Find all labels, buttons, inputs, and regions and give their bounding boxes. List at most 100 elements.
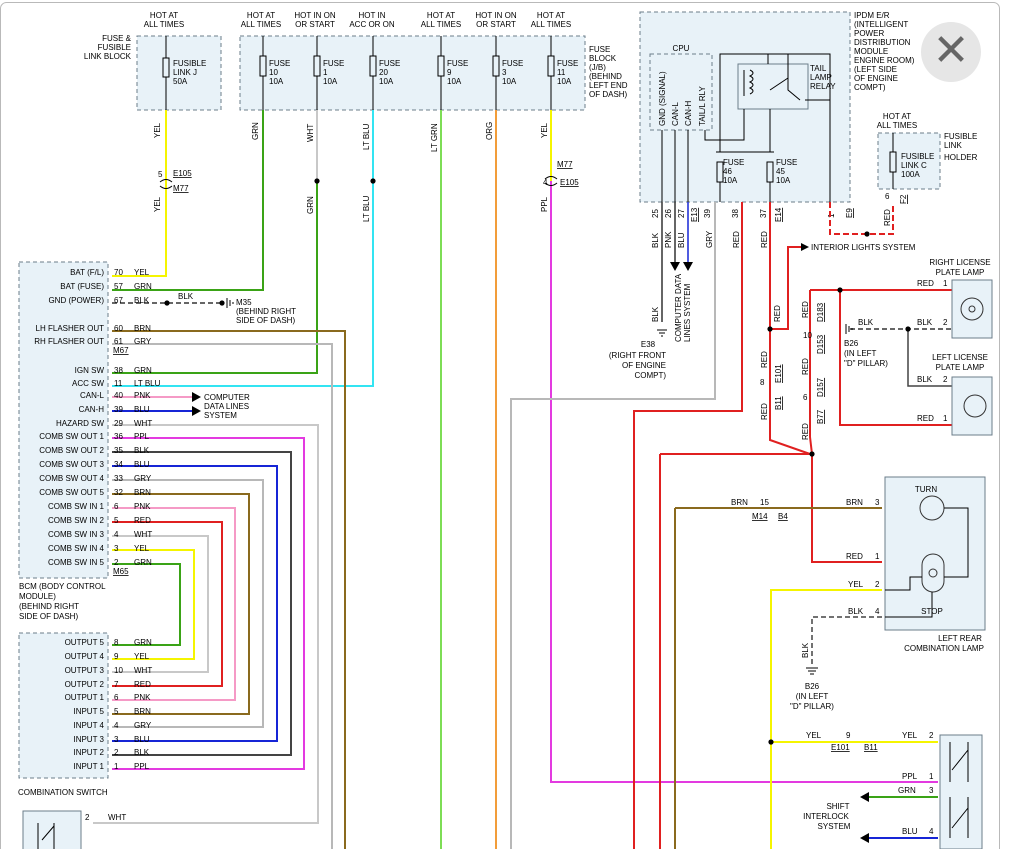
bcm-pin-num: 67	[114, 296, 123, 305]
rlicense-pin1: 1	[943, 279, 948, 288]
ipdm-conn-e14: E14	[774, 207, 783, 222]
d183-pin: 10	[803, 331, 812, 340]
cpu-pin-canh: CAN-H	[684, 100, 693, 126]
bcm-pin-num: 36	[114, 432, 123, 441]
e101b-conn: E101	[831, 743, 850, 752]
m14-connector: BRN 15 M14 B4	[731, 498, 788, 521]
fuse-1-num: 1	[323, 68, 328, 77]
bcm-pin-num: 38	[114, 366, 123, 375]
fl-block-label-1: FUSE &	[102, 34, 132, 43]
left-rear-combination-lamp: TURN STOP 3 1 2 4 BRN RED YEL BLK LEFT R…	[846, 476, 986, 653]
ipdm-pin-25: 25	[651, 209, 660, 218]
e38-label-3: COMPT)	[634, 371, 666, 380]
wire-grn-fuse10	[112, 110, 264, 291]
flh-pin: 6	[885, 192, 890, 201]
flh-wire: RED	[883, 209, 892, 226]
ipdm-label-1: IPDM E/R	[854, 11, 890, 20]
cpu-pin-canl: CAN-L	[671, 101, 680, 126]
bcm-pin-wire: LT BLU	[134, 379, 161, 388]
cpu-pin-tail: TAIL/L RLY	[698, 85, 707, 126]
fuse45-1: FUSE	[776, 158, 797, 167]
lbl-red-e101-down: RED	[760, 403, 769, 420]
bcm-m67: M67	[113, 346, 129, 355]
bcm-pin-num: 33	[114, 474, 123, 483]
llicense-label-1: LEFT LICENSE	[932, 353, 988, 362]
ipdm-pin-37: 37	[759, 209, 768, 218]
bcm-pin-name: LH FLASHER OUT	[36, 324, 105, 333]
bcm-pin-num: 70	[114, 268, 123, 277]
bcm-pin-name: IGN SW	[75, 366, 105, 375]
hazard-wire: WHT	[108, 813, 126, 822]
bcm-pin-wire: RED	[134, 516, 151, 525]
bcm-pin-wire: PNK	[134, 391, 151, 400]
flc-fuse-2: LINK C	[901, 161, 927, 170]
flc-condition-2: ALL TIMES	[877, 121, 917, 130]
fuse-10-amp: 10A	[269, 77, 284, 86]
bcm-pin-num: 61	[114, 337, 123, 346]
close-button[interactable]: ✕	[921, 22, 981, 82]
cs-pin-name: INPUT 3	[73, 735, 104, 744]
cs-pin-num: 4	[114, 721, 119, 730]
lamp-label-1: LEFT REAR	[938, 634, 982, 643]
lbl-red-d157-down: RED	[801, 423, 810, 440]
shift-pin-1: 1	[929, 772, 934, 781]
wire-layer	[93, 110, 952, 849]
bcm-pin-num: 2	[114, 558, 119, 567]
bcm-pin-wire: PPL	[134, 432, 150, 441]
lbl-ltblu-2: LT BLU	[362, 195, 371, 222]
fuse-1-amp: 10A	[323, 77, 338, 86]
conn-e105: E105	[173, 169, 192, 178]
can-label-3: SYSTEM	[204, 411, 237, 420]
wire-ltblu-acc	[112, 110, 374, 387]
wire-red-flc	[829, 202, 894, 235]
wire-ppl-shift	[550, 181, 938, 783]
bcm-gnd-conn: M35	[236, 298, 252, 307]
bcm-label-3: (BEHIND RIGHT	[19, 602, 79, 611]
bcm-pin-wire: GRN	[134, 366, 152, 375]
fuse-3-name: FUSE	[502, 59, 523, 68]
fuse-block-label-4: (BEHIND	[589, 72, 622, 81]
lbl-ltgrn: LT GRN	[430, 123, 439, 152]
wire-gry-pin39	[510, 202, 716, 849]
shift-wire-ppl: PPL	[902, 772, 918, 781]
flh-conn: F2	[899, 194, 908, 204]
ipdm-label-4: DISTRIBUTION	[854, 38, 911, 47]
d157-pin: 6	[803, 393, 808, 402]
cs-pin-name: OUTPUT 2	[65, 680, 105, 689]
b26-top-label-1: (IN LEFT	[844, 349, 877, 358]
bcm-pin-num: 5	[114, 516, 119, 525]
ipdm-label-5: MODULE	[854, 47, 888, 56]
shift-label-1: SHIFT	[826, 802, 849, 811]
bcm-pin-num: 29	[114, 419, 123, 428]
cs-pin-num: 6	[114, 693, 119, 702]
cs-pin-name: OUTPUT 5	[65, 638, 105, 647]
wire-blk-llicense	[907, 329, 952, 387]
bcm-pin-num: 11	[114, 379, 123, 388]
b26-top-label-2: "D" PILLAR)	[844, 359, 888, 368]
ipdm-label-3: POWER	[854, 29, 884, 38]
b11b-conn: B11	[864, 743, 878, 752]
ipdm-er: IPDM E/R (INTELLIGENT POWER DISTRIBUTION…	[639, 11, 915, 222]
bcm-pin-wire: WHT	[134, 419, 152, 428]
fuse-9-name: FUSE	[447, 59, 468, 68]
lbl-gry-39: GRY	[705, 230, 714, 248]
wire-red-in2	[112, 521, 223, 687]
b11-conn: B11	[774, 396, 783, 410]
ipdm-label-7: (LEFT SIDE	[854, 65, 897, 74]
fuse11-condition-2: ALL TIMES	[531, 20, 571, 29]
fl-j-condition-1: HOT AT	[150, 11, 178, 20]
cs-pin-wire: GRY	[134, 721, 152, 730]
rlicense-pin2: 2	[943, 318, 948, 327]
bcm-pin-num: 32	[114, 488, 123, 497]
llicense-wire-red: RED	[917, 414, 934, 423]
lbl-ppl: PPL	[540, 196, 549, 212]
bcm-pin-name: ACC SW	[72, 379, 104, 388]
wire-wht-hazard	[93, 424, 319, 824]
wire-red-interior	[770, 246, 801, 330]
m14-pin: 15	[760, 498, 769, 507]
bcm-pin-name: CAN-H	[79, 405, 105, 414]
bcm-pin-name: BAT (FUSE)	[60, 282, 104, 291]
m14-conn: M14	[752, 512, 768, 521]
